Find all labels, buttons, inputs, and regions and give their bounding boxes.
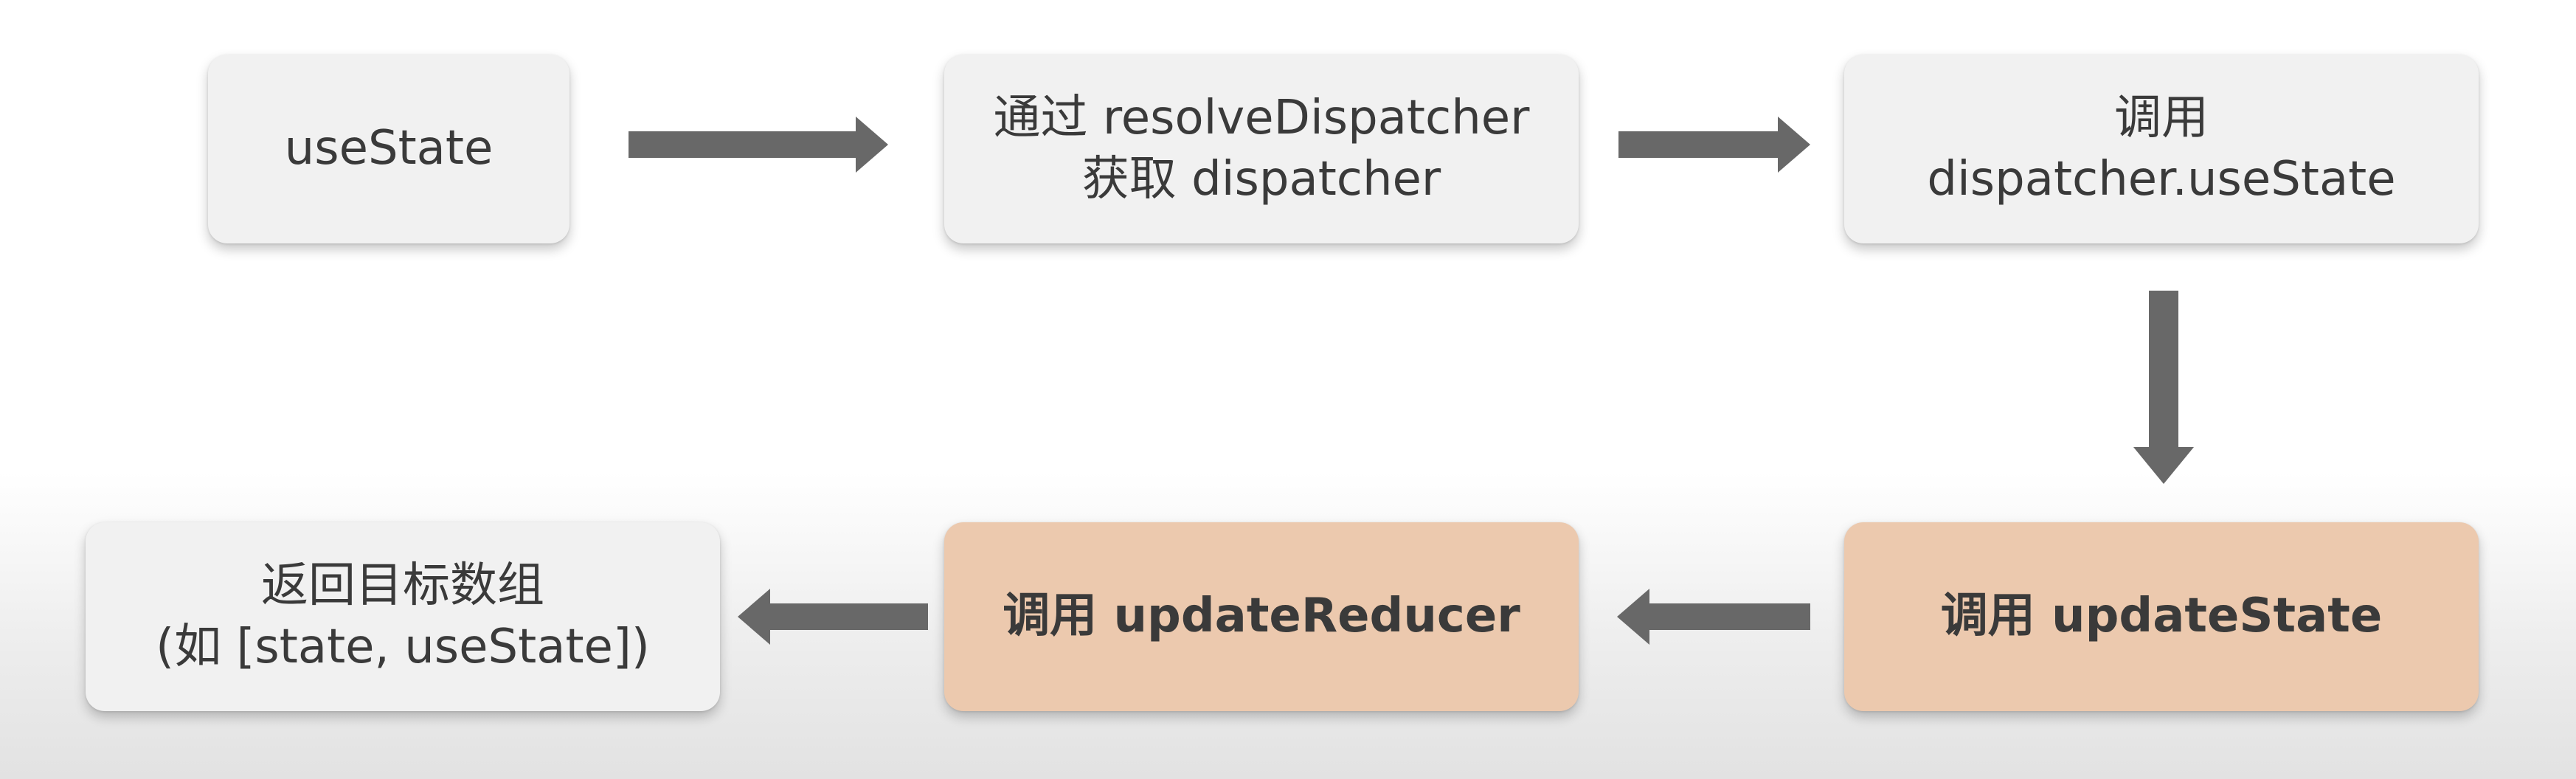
node-update-reducer-label: 调用 updateReducer [1003,589,1520,644]
node-update-reducer: 调用 updateReducer [944,522,1579,711]
arrow-left-1 [1617,589,1810,645]
arrow-left-2 [738,589,928,645]
node-update-state: 调用 updateState [1844,522,2479,711]
arrow-down [2133,291,2194,484]
node-get-dispatcher-line-1: 通过 resolveDispatcher [993,90,1530,145]
node-get-dispatcher: 通过 resolveDispatcher 获取 dispatcher [944,55,1579,243]
node-update-state-label: 调用 updateState [1940,589,2383,644]
node-call-dispatcher-line-2: dispatcher.useState [1927,152,2396,207]
node-call-dispatcher-line-1: 调用 [2114,90,2209,145]
node-use-state-label: useState [284,121,494,176]
node-return-array-line-2: (如 [state, useState]) [156,620,650,674]
node-return-array-line-1: 返回目标数组 [261,558,544,613]
node-get-dispatcher-line-2: 获取 dispatcher [1081,152,1441,207]
node-return-array: 返回目标数组 (如 [state, useState]) [86,522,720,711]
arrow-right-2 [1618,117,1810,173]
node-use-state: useState [208,55,569,243]
arrow-right-1 [629,117,888,173]
node-call-dispatcher: 调用 dispatcher.useState [1844,55,2479,243]
